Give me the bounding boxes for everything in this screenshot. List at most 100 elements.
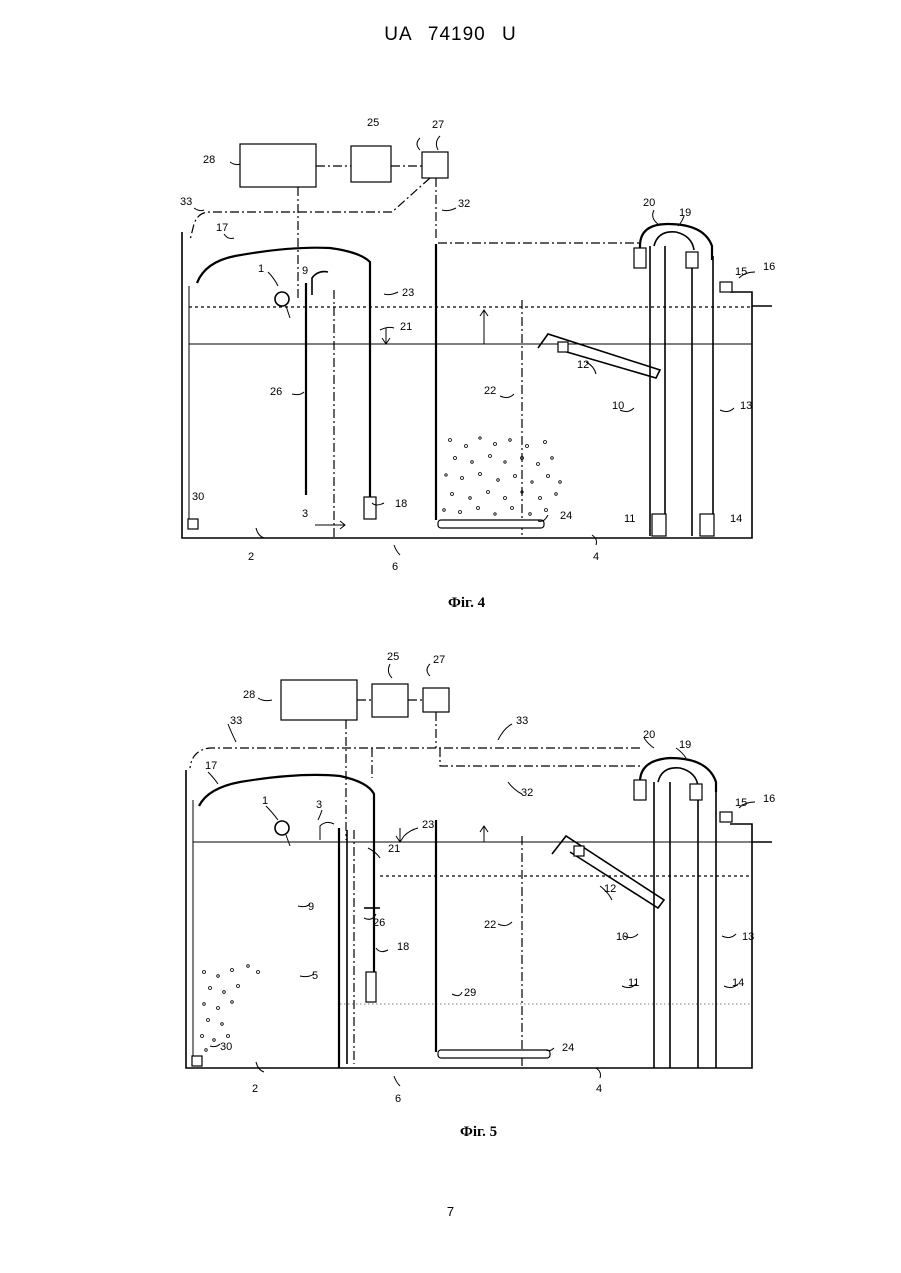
fig5-label-11: 11	[628, 977, 639, 989]
fig4-label-16: 16	[763, 261, 775, 273]
fig4-outlet-pipe	[730, 292, 772, 306]
fig4-level-arrow-up	[480, 310, 488, 344]
fig4-label-19: 19	[679, 207, 691, 219]
fig4-label-33: 33	[180, 196, 192, 208]
fig5-leaders	[208, 664, 755, 1086]
fig5-label-1: 1	[262, 795, 268, 807]
fig5-tank-walls	[186, 770, 752, 1068]
fig5-label-10: 10	[616, 931, 628, 943]
fig5-label-3: 3	[316, 799, 322, 811]
fig4-label-17: 17	[216, 222, 228, 234]
fig4-bubble-cloud	[443, 437, 562, 516]
fig4-airlift-assembly	[634, 224, 732, 536]
fig5-sediment-particles	[201, 965, 260, 1052]
fig4-label-24: 24	[560, 510, 572, 522]
fig5-label-27: 27	[433, 654, 445, 666]
fig5-box-28	[281, 680, 357, 720]
fig5-outlet-pipe	[730, 824, 772, 842]
fig4-label-30: 30	[192, 491, 204, 503]
fig5-pump-1	[275, 821, 289, 835]
fig4-label-25: 25	[367, 117, 379, 129]
fig5-label-4: 4	[596, 1083, 602, 1095]
fig5-line-32	[440, 748, 640, 766]
fig4-label-18: 18	[395, 498, 407, 510]
fig4-label-4: 4	[593, 551, 599, 563]
fig4-box-28	[240, 144, 316, 187]
fig5-nozzle-12	[574, 846, 584, 856]
fig5-line-33	[190, 748, 640, 768]
fig5-label-13: 13	[742, 931, 754, 943]
fig5-label-32: 32	[521, 787, 533, 799]
fig5-label-22: 22	[484, 919, 496, 931]
fig5-label-33b: 33	[516, 715, 528, 727]
fig4-aerator-18	[364, 497, 376, 519]
fig4-valve-30	[188, 519, 198, 529]
fig4-label-11: 11	[624, 513, 635, 525]
fig4-label-22: 22	[484, 385, 496, 397]
fig4-label-21: 21	[400, 321, 412, 333]
fig5-label-28: 28	[243, 689, 255, 701]
fig5-label-9: 9	[308, 901, 314, 913]
fig5-label-23: 23	[422, 819, 434, 831]
fig5-label-18: 18	[397, 941, 409, 953]
fig5-label-17: 17	[205, 760, 217, 772]
fig4-pipe-9-top	[312, 272, 328, 295]
fig5-label-30: 30	[220, 1041, 232, 1053]
fig4-label-26: 26	[270, 386, 282, 398]
fig5-level-arrow-21	[396, 828, 404, 842]
page-number: 7	[0, 1204, 901, 1219]
figure-4-caption: Фіг. 4	[448, 595, 485, 612]
fig5-valve-30	[192, 1056, 202, 1066]
fig4-pump-arrow	[286, 306, 290, 318]
fig4-label-2: 2	[248, 551, 254, 563]
fig4-inclined-pipe-12	[538, 334, 660, 378]
fig5-inclined-pipe-12	[552, 836, 664, 908]
fig5-pump-arrow	[286, 835, 290, 846]
fig4-tank-walls	[182, 232, 752, 538]
fig5-label-33: 33	[230, 715, 242, 727]
fig4-label-3: 3	[302, 508, 308, 520]
fig4-label-23: 23	[402, 287, 414, 299]
figure-5-caption: Фіг. 5	[460, 1124, 497, 1141]
fig5-label-14: 14	[732, 977, 744, 989]
fig5-label-29: 29	[464, 987, 476, 999]
fig5-diffuser-24	[438, 1050, 550, 1058]
fig4-flow-arrow-3	[315, 521, 345, 529]
fig5-label-25: 25	[387, 651, 399, 663]
fig4-label-13: 13	[740, 400, 752, 412]
fig5-box-25	[372, 684, 408, 717]
fig4-nozzle-12	[558, 342, 568, 352]
fig4-pump-1	[275, 292, 289, 306]
fig4-label-27: 27	[432, 119, 444, 131]
fig5-label-26: 26	[373, 917, 385, 929]
fig4-level-arrow-21	[382, 328, 390, 344]
fig4-label-28: 28	[203, 154, 215, 166]
fig4-label-9: 9	[302, 265, 308, 277]
fig5-label-19: 19	[679, 739, 691, 751]
fig4-label-14: 14	[730, 513, 742, 525]
fig5-label-24: 24	[562, 1042, 574, 1054]
fig5-label-21: 21	[388, 843, 400, 855]
fig5-box-27	[423, 688, 449, 712]
fig5-label-20: 20	[643, 729, 655, 741]
fig4-box-25	[351, 146, 391, 182]
fig4-tank	[182, 232, 772, 538]
fig4-label-32: 32	[458, 198, 470, 210]
fig4-label-20: 20	[643, 197, 655, 209]
fig4-arch-pipe-17	[197, 248, 370, 500]
fig5-level-arrow-up	[480, 826, 488, 842]
fig4-diffuser-24	[438, 520, 544, 528]
fig5-airlift-assembly	[634, 758, 732, 1068]
fig5-label-2: 2	[252, 1083, 258, 1095]
fig5-label-12: 12	[604, 883, 616, 895]
fig5-label-5: 5	[312, 970, 318, 982]
fig4-box-27	[422, 152, 448, 178]
fig5-label-15: 15	[735, 797, 747, 809]
fig4-leaders	[194, 136, 755, 555]
fig5-weir-3	[320, 822, 334, 840]
fig4-label-12: 12	[577, 359, 589, 371]
fig4-label-15: 15	[735, 266, 747, 278]
fig4-label-1: 1	[258, 263, 264, 275]
fig4-label-10: 10	[612, 400, 624, 412]
